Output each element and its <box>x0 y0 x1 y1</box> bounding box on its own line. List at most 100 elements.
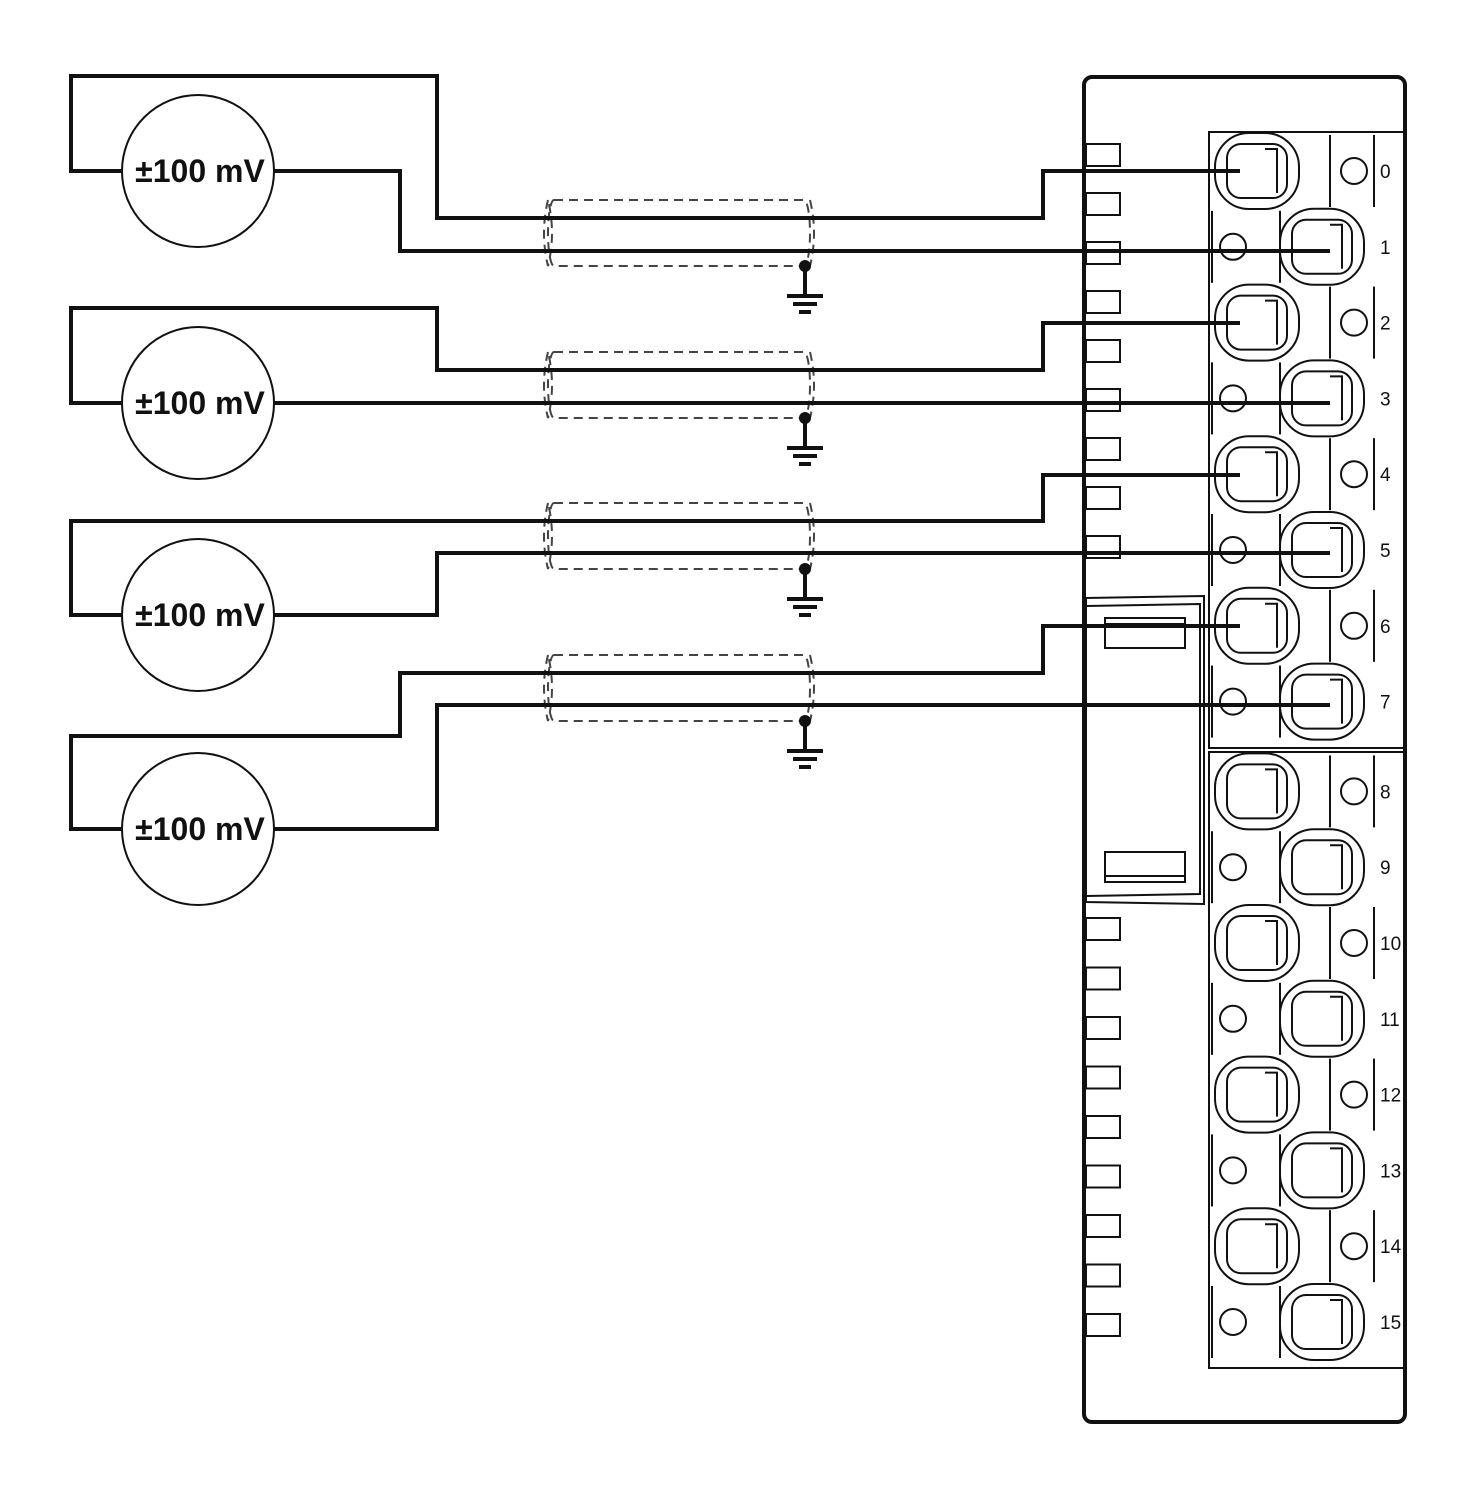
release-lever <box>1219 1004 1247 1033</box>
wire-source-4-terminal-7 <box>274 703 1330 831</box>
fin <box>1085 486 1121 510</box>
terminal-label: 1 <box>1380 238 1391 259</box>
release-lever <box>1340 777 1368 806</box>
release-lever <box>1340 611 1368 640</box>
fin <box>1085 535 1121 559</box>
fin <box>1085 917 1121 941</box>
release-lever <box>1219 853 1247 882</box>
spring-clamp-opening <box>1214 1055 1300 1134</box>
terminal-label: 15 <box>1380 1313 1401 1334</box>
fin <box>1085 1214 1121 1238</box>
release-lever <box>1340 157 1368 185</box>
voltage-source-4: ±100 mV <box>121 752 275 906</box>
fin <box>1085 1263 1121 1288</box>
voltage-source-3: ±100 mV <box>121 538 275 692</box>
terminal-label: 12 <box>1380 1086 1401 1107</box>
spring-clamp-opening <box>1214 752 1300 831</box>
fin <box>1085 1313 1121 1337</box>
fin <box>1085 388 1121 412</box>
release-lever <box>1219 1308 1247 1336</box>
wire-source-4-terminal-6 <box>69 624 1240 831</box>
ground-icon <box>787 715 823 769</box>
latch-slot <box>1104 617 1186 649</box>
source-label: ±100 mV <box>135 811 265 847</box>
spring-clamp-opening <box>1279 1131 1365 1210</box>
shielded-cable-4 <box>543 654 815 722</box>
terminal-1: 1 <box>1211 207 1391 286</box>
release-lever <box>1340 308 1368 337</box>
terminal-0: 0 <box>1214 132 1391 210</box>
release-lever <box>1219 384 1247 413</box>
terminal-label: 10 <box>1380 934 1401 955</box>
terminal-3: 3 <box>1211 359 1391 438</box>
source-icon <box>121 538 275 692</box>
voltage-source-2: ±100 mV <box>121 326 275 480</box>
terminal-label: 9 <box>1380 858 1391 879</box>
grounds <box>787 260 823 769</box>
shielded-cable-2 <box>543 351 815 419</box>
release-lever <box>1340 1232 1368 1261</box>
spring-clamp-opening <box>1279 207 1365 286</box>
spring-clamp-opening <box>1279 359 1365 438</box>
ground-icon <box>787 563 823 617</box>
terminal-2: 2 <box>1214 283 1391 362</box>
terminal-label: 4 <box>1380 465 1391 486</box>
terminal-label: 6 <box>1380 617 1391 638</box>
spring-clamp-opening <box>1279 662 1365 741</box>
source-label: ±100 mV <box>135 597 265 633</box>
terminal-10: 10 <box>1214 904 1401 982</box>
release-lever <box>1340 460 1368 489</box>
release-lever <box>1340 929 1368 957</box>
terminal-label: 3 <box>1380 389 1391 410</box>
source-icon <box>121 94 275 248</box>
terminal-12: 12 <box>1214 1055 1401 1134</box>
ground-icon <box>787 412 823 466</box>
terminal-6: 6 <box>1214 586 1391 665</box>
terminal-label: 0 <box>1380 162 1391 183</box>
spring-clamp-opening <box>1279 1283 1365 1361</box>
fin <box>1085 192 1121 216</box>
source-icon <box>121 752 275 906</box>
terminal-15: 15 <box>1211 1283 1401 1361</box>
fin <box>1085 290 1121 314</box>
release-lever <box>1219 687 1247 716</box>
terminal-label: 8 <box>1380 782 1391 803</box>
terminal-14: 14 <box>1214 1207 1402 1286</box>
terminal-label: 14 <box>1380 1237 1402 1258</box>
wire-source-3-terminal-4 <box>69 473 1240 617</box>
terminal-label: 5 <box>1380 541 1391 562</box>
wires <box>69 74 1330 831</box>
ground-icon <box>787 260 823 314</box>
wire-source-1-terminal-0 <box>69 74 1240 220</box>
voltage-source-1: ±100 mV <box>121 94 275 248</box>
wire-source-2-terminal-2 <box>69 306 1240 405</box>
spring-clamp-opening <box>1214 1207 1300 1286</box>
latch-slot <box>1104 851 1186 883</box>
release-lever <box>1219 536 1247 564</box>
terminal-label: 13 <box>1380 1161 1401 1182</box>
module-housing <box>1082 75 1407 1424</box>
fin <box>1085 1016 1121 1040</box>
spring-clamp-opening <box>1279 511 1365 589</box>
wire-source-3-terminal-5 <box>274 551 1330 617</box>
terminal-5: 5 <box>1211 511 1391 589</box>
source-label: ±100 mV <box>135 153 265 189</box>
terminal-8: 8 <box>1214 752 1391 831</box>
fin <box>1085 437 1121 461</box>
terminal-label: 7 <box>1380 693 1391 714</box>
upper-connector-plug <box>1208 131 1406 749</box>
release-lever <box>1219 232 1247 261</box>
release-lever <box>1340 1080 1368 1109</box>
terminal-11: 11 <box>1211 979 1400 1058</box>
fin <box>1085 143 1121 167</box>
release-lever <box>1219 1156 1247 1185</box>
shielded-cables <box>543 199 815 722</box>
terminal-13: 13 <box>1211 1131 1401 1210</box>
source-label: ±100 mV <box>135 385 265 421</box>
spring-clamp-opening <box>1279 828 1365 907</box>
shielded-cable-1 <box>543 199 815 267</box>
spring-clamp-opening <box>1214 904 1300 982</box>
terminal-4: 4 <box>1214 435 1391 514</box>
